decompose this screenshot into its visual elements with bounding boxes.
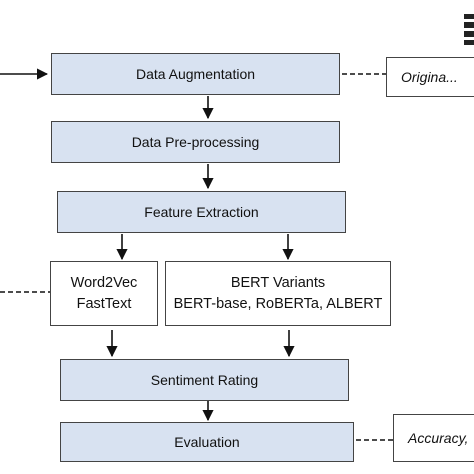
word2vec-label: Word2Vec (70, 274, 138, 291)
accuracy-note-box: Accuracy, (393, 414, 474, 462)
sentiment-rating-node: Sentiment Rating (60, 359, 349, 401)
bert-variants-label: BERT Variants (230, 274, 326, 291)
feature-extraction-node: Feature Extraction (57, 191, 346, 233)
evaluation-node: Evaluation (60, 422, 354, 462)
database-icon (464, 14, 474, 45)
data-augmentation-node: Data Augmentation (51, 53, 340, 95)
data-preprocessing-label: Data Pre-processing (131, 134, 260, 150)
feature-extraction-label: Feature Extraction (144, 204, 259, 220)
data-augmentation-label: Data Augmentation (135, 66, 256, 82)
original-note-box: Origina... (386, 57, 474, 97)
original-note-label: Origina... (401, 69, 458, 85)
word-embedding-node: Word2Vec FastText (50, 261, 158, 326)
bert-models-label: BERT-base, RoBERTa, ALBERT (173, 295, 383, 312)
evaluation-label: Evaluation (174, 434, 240, 450)
bert-variants-node: BERT Variants BERT-base, RoBERTa, ALBERT (165, 261, 391, 326)
fasttext-label: FastText (76, 295, 132, 312)
sentiment-rating-label: Sentiment Rating (150, 372, 259, 388)
data-preprocessing-node: Data Pre-processing (51, 121, 340, 163)
accuracy-note-label: Accuracy, (408, 430, 469, 446)
